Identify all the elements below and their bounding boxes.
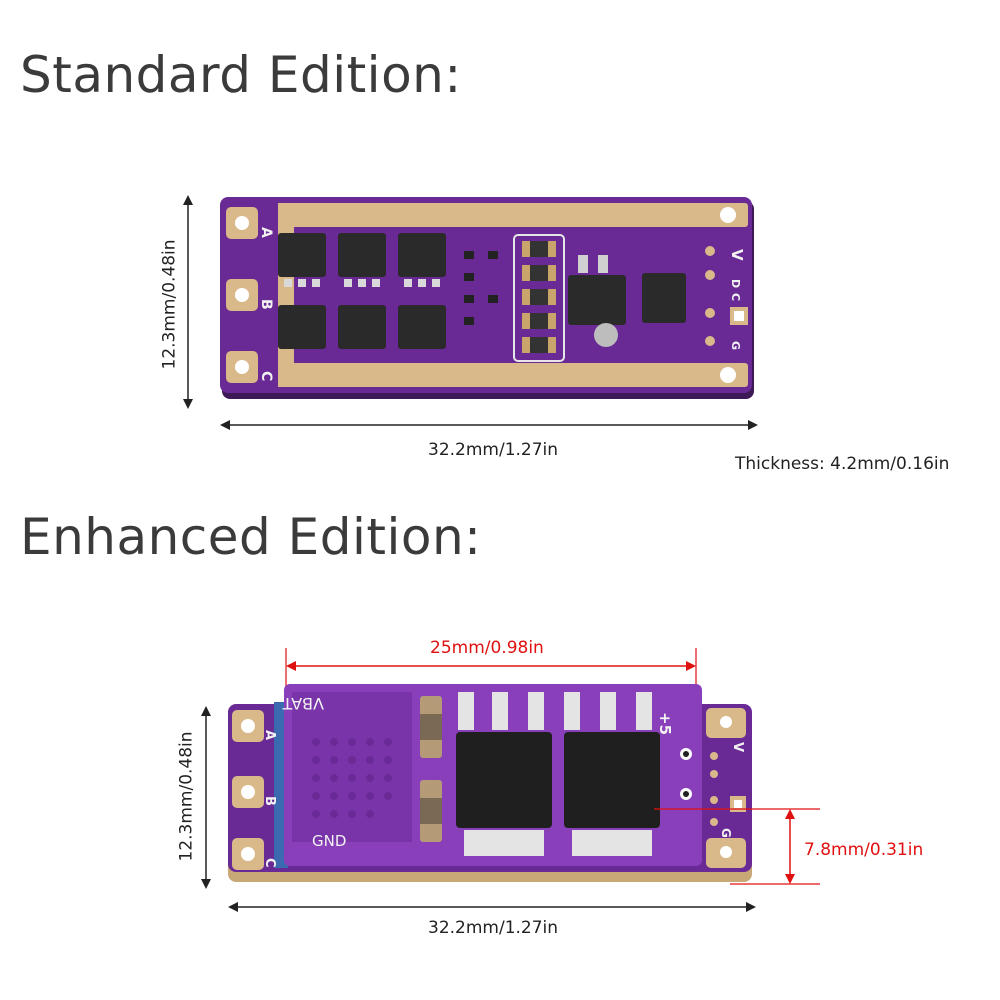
enhanced-inner-height-dimension-line xyxy=(654,808,820,885)
enhanced-inner-height-label: 7.8mm/0.31in xyxy=(804,840,924,860)
standard-pad-label-c: C xyxy=(258,371,274,381)
enhanced-pad-label-b: B xyxy=(262,796,277,806)
standard-pad-label-c2: C xyxy=(729,293,742,301)
thickness-label: Thickness: 4.2mm/0.16in xyxy=(735,454,950,474)
enhanced-edition-heading: Enhanced Edition: xyxy=(20,508,482,566)
enhanced-width-label: 32.2mm/1.27in xyxy=(428,918,559,938)
enhanced-silk-vbat: VBAT xyxy=(282,694,324,713)
standard-edition-heading: Standard Edition: xyxy=(20,46,462,104)
standard-width-dimension-line xyxy=(220,420,758,430)
enhanced-pad-label-g: G xyxy=(719,828,733,838)
standard-pad-label-g: G xyxy=(729,341,742,350)
enhanced-inner-width-dimension-line xyxy=(285,648,697,706)
enhanced-silk-gnd: GND xyxy=(312,832,346,850)
enhanced-height-label: 12.3mm/0.48in xyxy=(176,731,197,862)
standard-width-label: 32.2mm/1.27in xyxy=(428,440,559,460)
standard-height-dimension-line xyxy=(183,195,193,409)
standard-pad-label-b: B xyxy=(258,299,274,310)
enhanced-width-dimension-line xyxy=(228,902,756,912)
enhanced-pad-label-a: A xyxy=(262,730,277,740)
enhanced-inner-width-label: 25mm/0.98in xyxy=(430,638,544,658)
standard-board-image: A B C V D C G xyxy=(220,197,754,399)
standard-height-label: 12.3mm/0.48in xyxy=(159,239,180,370)
standard-pad-label-d: D xyxy=(729,279,742,288)
enhanced-board-image: VBAT GND +5 A B C V G xyxy=(228,684,752,882)
standard-pad-label-v: V xyxy=(728,249,746,261)
standard-pad-label-a: A xyxy=(258,227,274,238)
enhanced-silk-plus5: +5 xyxy=(656,712,674,735)
enhanced-pad-label-v: V xyxy=(730,742,745,752)
enhanced-height-dimension-line xyxy=(201,706,211,889)
enhanced-pad-label-c: C xyxy=(262,858,277,868)
